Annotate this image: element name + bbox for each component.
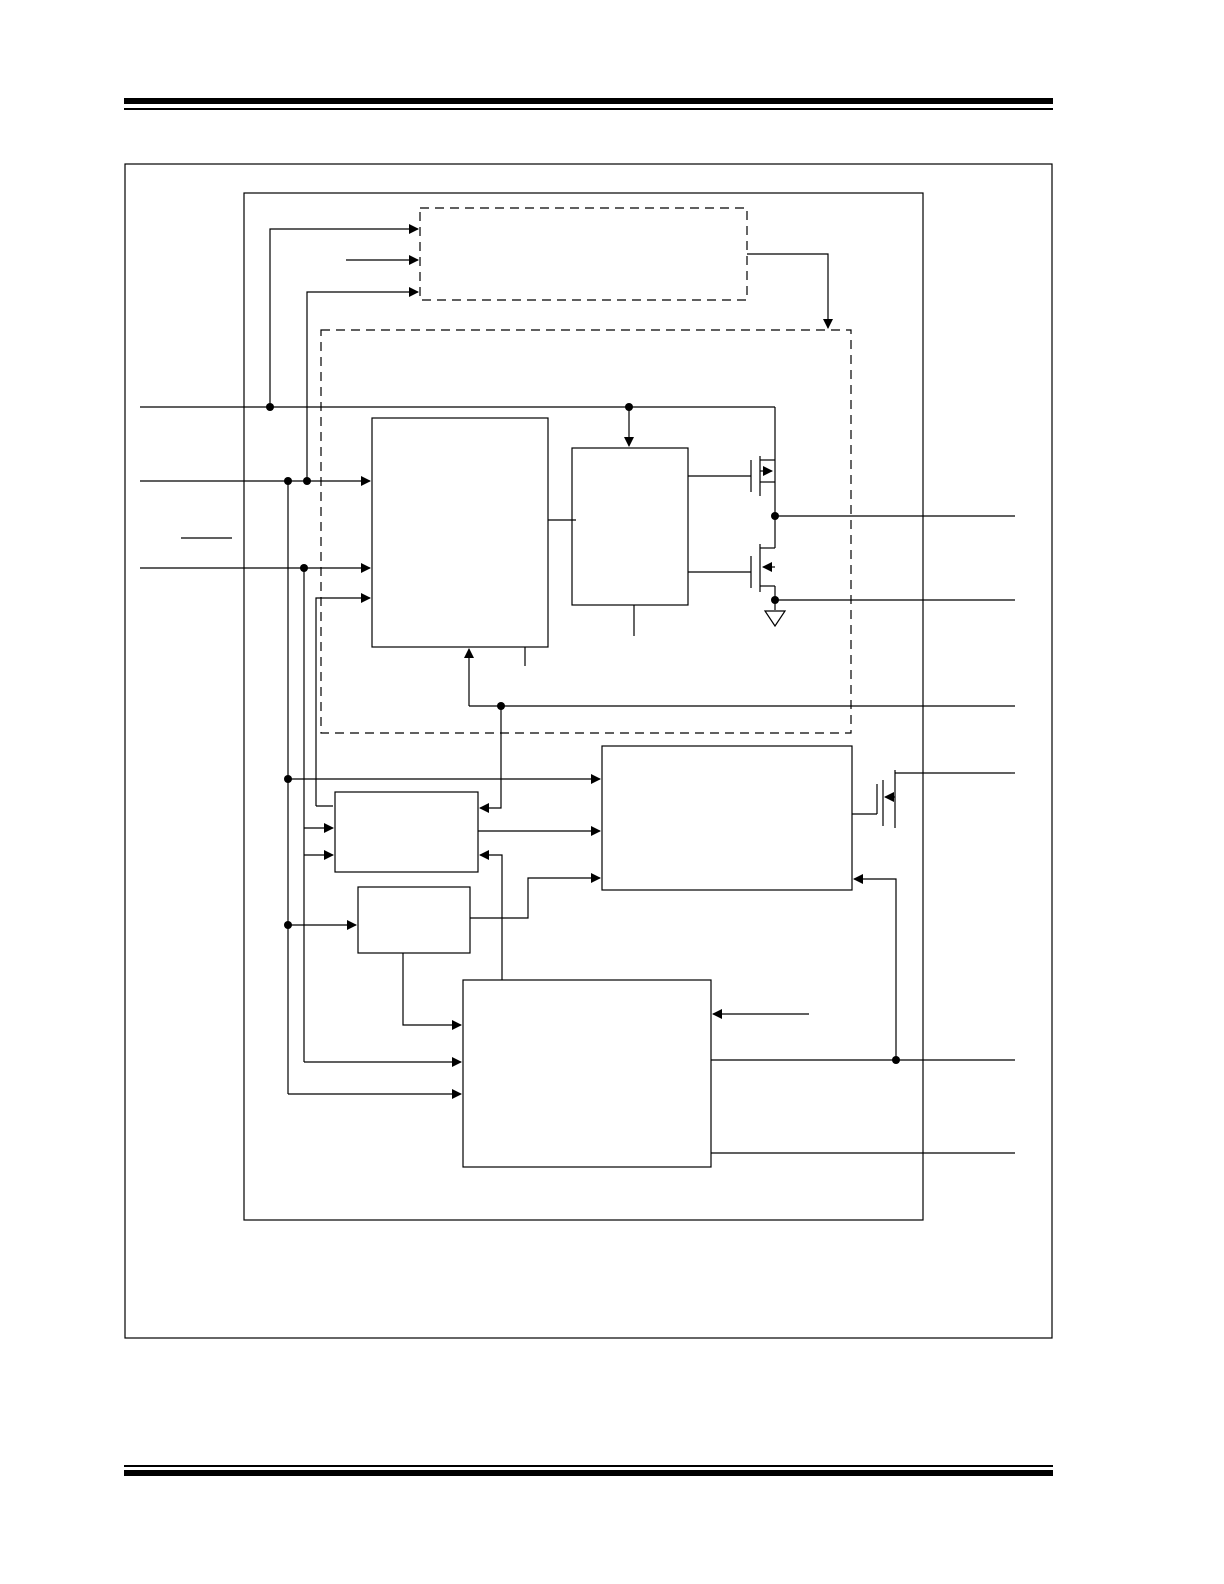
wire-pin6-to-mid-left	[479, 706, 502, 813]
upper-dashed-block	[419, 207, 748, 301]
right-block	[601, 745, 853, 891]
wire-logic-in-3	[315, 593, 371, 806]
wire-bottom-to-mid-left	[479, 850, 503, 980]
high-side-mosfet-icon	[688, 456, 776, 496]
header-rule	[124, 98, 1053, 110]
bottom-block	[462, 979, 712, 1168]
gate-driver-block	[571, 447, 689, 606]
wire-pin8-to-right-block	[853, 874, 897, 1060]
wire-small-left-to-right-block	[470, 873, 601, 919]
mid-left-block	[334, 791, 479, 873]
logic-block	[371, 417, 549, 648]
ground-icon	[763, 610, 787, 628]
small-left-block	[357, 886, 471, 954]
driver-dashed-block	[320, 329, 852, 734]
footer-rule	[124, 1465, 1053, 1476]
wire-upper-out	[747, 253, 833, 329]
junction-dots	[266, 403, 900, 1064]
figure-frame	[124, 163, 1053, 1339]
output-mosfet-icon	[852, 770, 1011, 828]
wire-upper-in-1	[269, 224, 419, 407]
low-side-mosfet-icon	[688, 544, 776, 610]
wire-small-left-to-bottom	[402, 953, 462, 1030]
wire-upper-in-3	[306, 287, 419, 481]
